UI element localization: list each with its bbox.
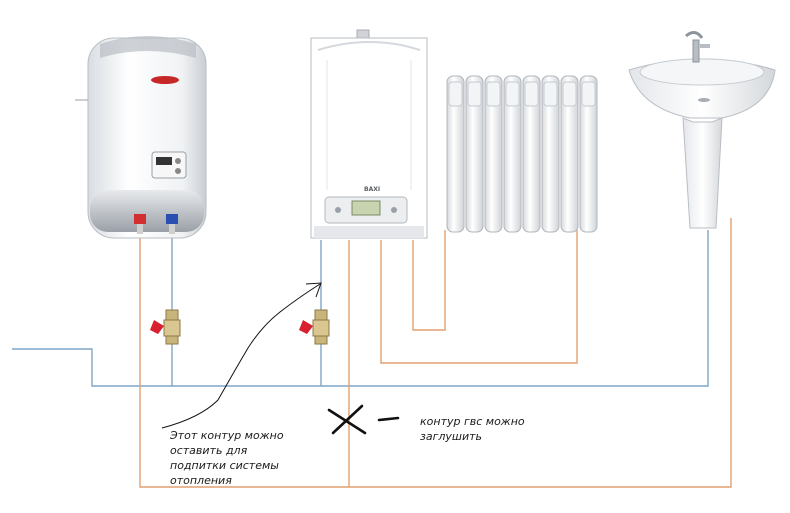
boiler-brand-label: BAXI xyxy=(364,186,380,193)
note-line: подпитки системы xyxy=(170,459,279,472)
radiator-supply-pipe xyxy=(412,230,446,331)
hot-loop-pipe xyxy=(139,218,732,488)
radiator-section xyxy=(579,75,598,233)
note-line: оставить для xyxy=(170,444,248,457)
radiator-section xyxy=(465,75,484,233)
hot-pipes xyxy=(139,218,732,488)
note-heating-makeup: Этот контур можно оставить для подпитки … xyxy=(170,428,284,488)
sink-icon xyxy=(628,31,776,229)
radiator-icon xyxy=(446,75,598,233)
radiator-section-cap xyxy=(486,81,501,107)
radiator-section xyxy=(541,75,560,233)
radiator-section-cap xyxy=(562,81,577,107)
radiator-section-cap xyxy=(543,81,558,107)
note-line: контур гвс можно xyxy=(420,415,525,428)
radiator-section xyxy=(560,75,579,233)
radiator-section xyxy=(484,75,503,233)
note-line: заглушить xyxy=(420,430,483,443)
note-line: Этот контур можно xyxy=(170,429,284,442)
handwritten-arrow xyxy=(161,282,322,429)
water-heater-icon xyxy=(75,36,207,239)
gas-boiler-icon: BAXI xyxy=(310,29,428,239)
radiator-section xyxy=(503,75,522,233)
note-dhw-plug: контур гвс можно заглушить xyxy=(420,414,525,444)
radiator-section-cap xyxy=(524,81,539,107)
ball-valve-icon xyxy=(299,309,330,345)
radiator-section-cap xyxy=(448,81,463,107)
radiator-section xyxy=(446,75,465,233)
cold-main-pipe xyxy=(12,230,709,387)
cross-mark-icon xyxy=(327,404,400,435)
cold-pipes xyxy=(12,230,709,387)
radiator-section-cap xyxy=(467,81,482,107)
radiator-section-cap xyxy=(581,81,596,107)
radiator-section-cap xyxy=(505,81,520,107)
radiator-section xyxy=(522,75,541,233)
note-line: отопления xyxy=(170,474,232,487)
ball-valve-icon xyxy=(150,309,181,345)
radiator-return-pipe xyxy=(380,230,578,364)
